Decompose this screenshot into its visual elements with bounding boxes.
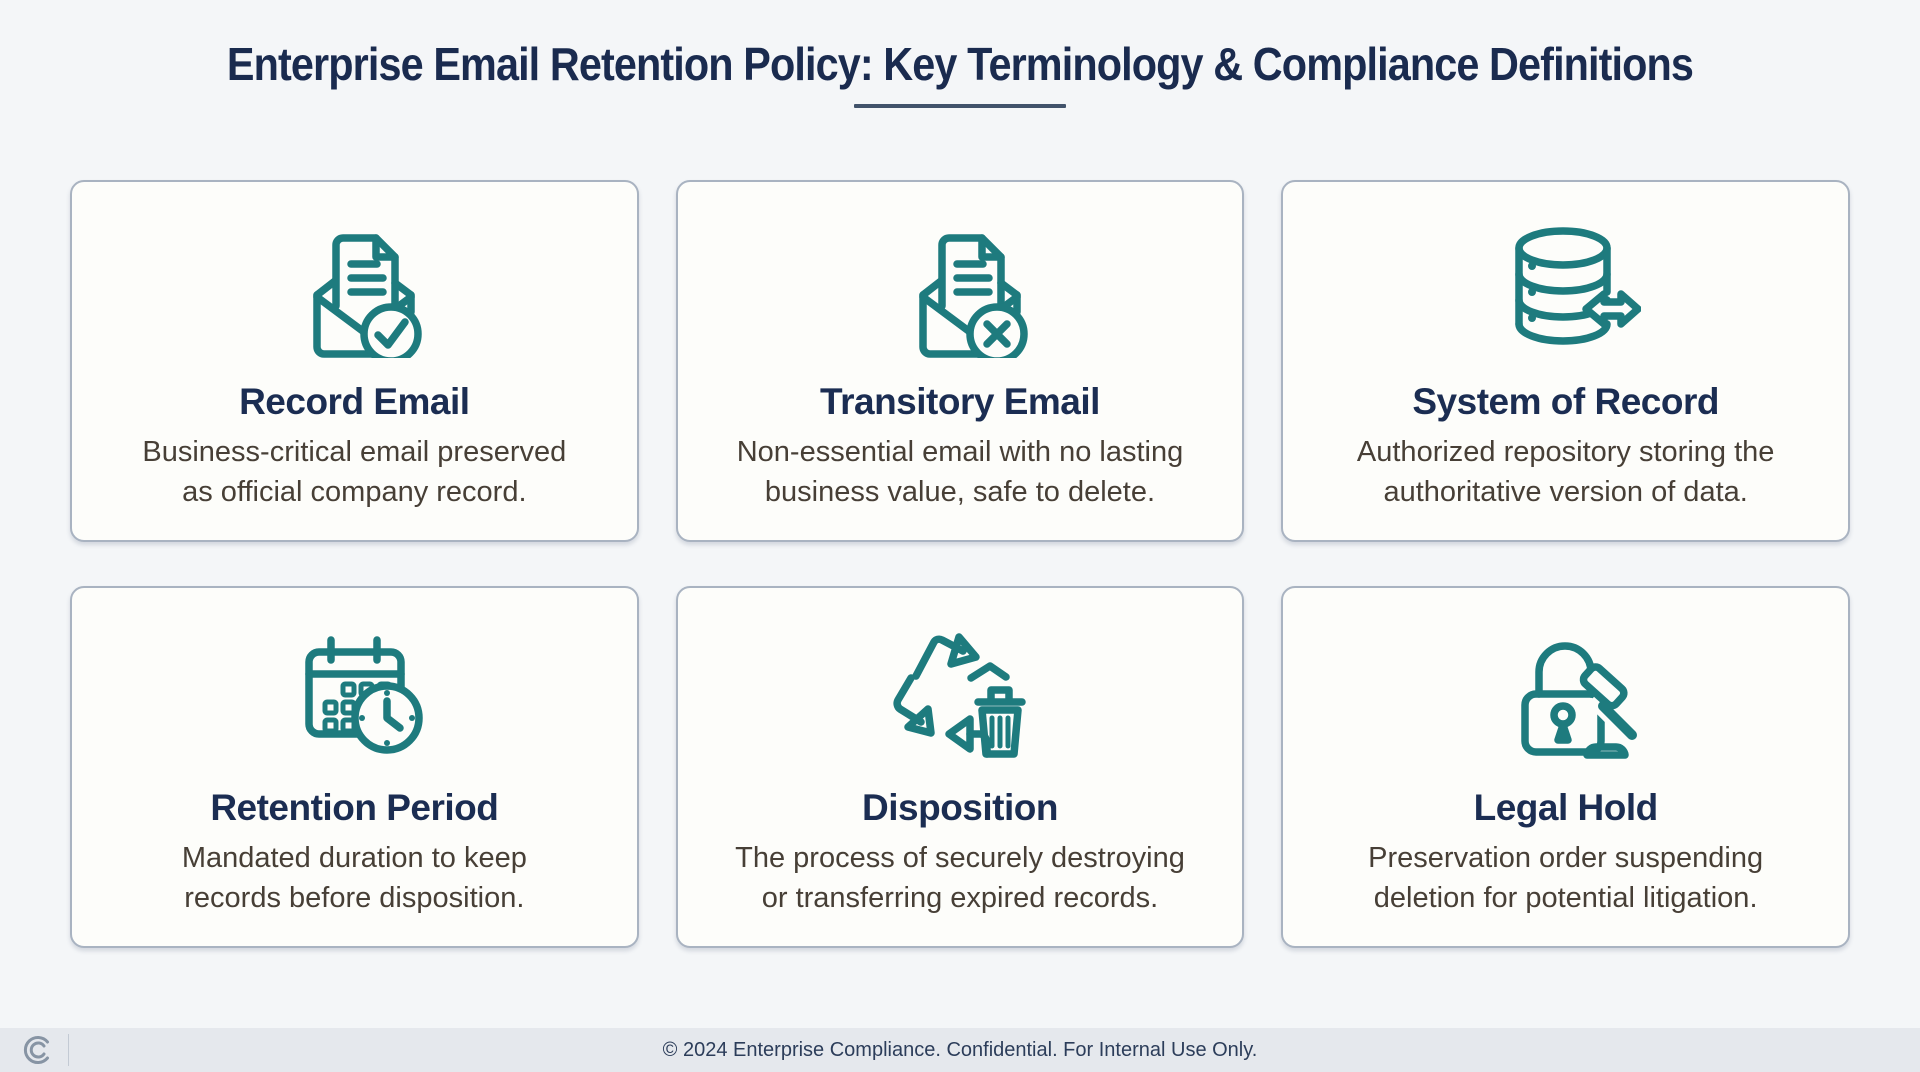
cards-grid: Record Email Business-critical email pre… (70, 180, 1850, 948)
card-system-of-record: System of Record Authorized repository s… (1281, 180, 1850, 542)
page-title: Enterprise Email Retention Policy: Key T… (226, 38, 1694, 90)
footer-text: © 2024 Enterprise Compliance. Confidenti… (662, 1038, 1258, 1061)
card-retention-period: Retention Period Mandated duration to ke… (70, 586, 639, 948)
retention-period-icon (279, 614, 429, 764)
card-title: Record Email (239, 381, 470, 422)
card-description: Authorized repository storing the author… (1356, 436, 1775, 508)
system-of-record-icon (1491, 208, 1641, 358)
card-title: Disposition (862, 787, 1058, 828)
card-description: The process of securely destroying or tr… (735, 842, 1185, 914)
card-description: Mandated duration to keep records before… (181, 842, 527, 914)
card-description: Business-critical email preserved as off… (142, 436, 567, 508)
company-logo-icon (22, 1034, 54, 1066)
card-disposition: Disposition The process of securely dest… (675, 586, 1245, 948)
card-title: System of Record (1412, 381, 1719, 422)
card-transitory-email: Transitory Email Non-essential email wit… (675, 180, 1245, 542)
card-description: Preservation order suspending deletion f… (1368, 842, 1764, 914)
card-title: Legal Hold (1473, 787, 1659, 828)
header: Enterprise Email Retention Policy: Key T… (0, 0, 1920, 108)
record-email-icon (279, 208, 429, 358)
disposition-icon (885, 614, 1035, 764)
card-title: Transitory Email (820, 381, 1100, 422)
transitory-email-icon (885, 208, 1035, 358)
footer-bar: © 2024 Enterprise Compliance. Confidenti… (0, 1028, 1920, 1072)
card-title: Retention Period (210, 787, 499, 828)
card-description: Non-essential email with no lasting busi… (736, 436, 1184, 508)
card-legal-hold: Legal Hold Preservation order suspending… (1281, 586, 1850, 948)
title-underline (854, 104, 1066, 108)
legal-hold-icon (1491, 614, 1641, 764)
footer-divider (68, 1034, 69, 1066)
card-record-email: Record Email Business-critical email pre… (70, 180, 639, 542)
